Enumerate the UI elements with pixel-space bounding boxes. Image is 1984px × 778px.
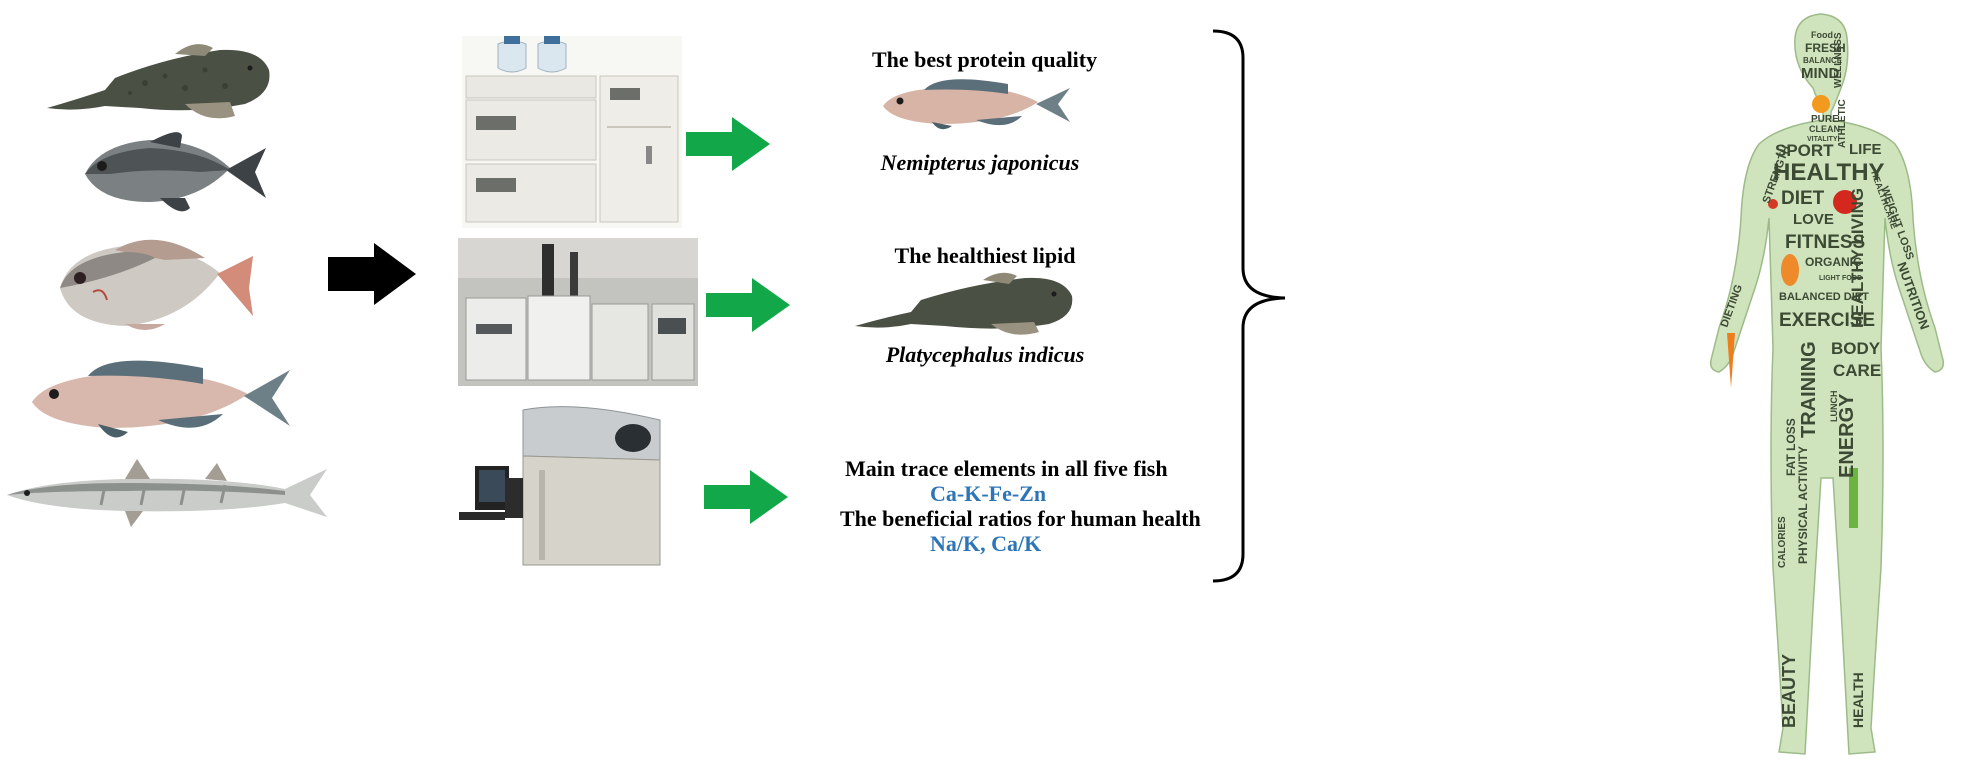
- carrot-icon: [1727, 333, 1735, 388]
- word-calories: CALORIES: [1777, 516, 1788, 568]
- word-athletic: ATHLETIC: [1837, 99, 1848, 148]
- word-fat-loss: FAT LOSS: [1784, 418, 1798, 476]
- flathead-fish-icon: [47, 44, 270, 119]
- word-love: LOVE: [1793, 211, 1834, 228]
- word-energy: ENERGY: [1836, 393, 1858, 478]
- celery-icon: [1849, 468, 1858, 528]
- threadfin-bream-fish-icon: [32, 360, 290, 438]
- ratio-values: Na/K, Ca/K: [930, 531, 1042, 556]
- word-clean: CLEAN: [1809, 124, 1840, 134]
- word-organic: ORGANIC: [1805, 255, 1862, 269]
- human-silhouette: [1709, 13, 1945, 755]
- word-light-food: LIGHT FOOD: [1819, 275, 1862, 282]
- word-health: HEALTH: [1850, 672, 1866, 728]
- word-training: TRAINING: [1798, 341, 1820, 438]
- summary-brace-icon: [1212, 29, 1286, 583]
- word-fitness: FITNESS: [1785, 232, 1865, 253]
- orange-icon: [1812, 95, 1830, 113]
- gas-chromatograph-image: [458, 238, 698, 386]
- sea-bream-fish-icon: [60, 239, 253, 330]
- barracuda-fish-icon: [7, 459, 327, 527]
- word-diet: DIET: [1781, 188, 1825, 209]
- word-lunch: LUNCH: [1829, 391, 1839, 423]
- word-wellness: WELLNESS: [1833, 32, 1844, 88]
- result-arrow-protein-icon: [686, 117, 770, 171]
- trace-elements: Ca-K-Fe-Zn: [930, 481, 1047, 506]
- word-balanced-diet: BALANCED DIET: [1779, 291, 1869, 303]
- word-life: LIFE: [1849, 141, 1882, 158]
- lipid-heading: The healthiest lipid: [894, 243, 1076, 268]
- word-body: BODY: [1831, 339, 1881, 358]
- protein-species: Nemipterus japonicus: [880, 150, 1080, 175]
- protein-heading: The best protein quality: [872, 47, 1098, 72]
- word-fresh: FRESH: [1805, 41, 1846, 55]
- berry-icon: [1768, 199, 1778, 209]
- papaya-icon: [1781, 254, 1799, 286]
- word-care: CARE: [1833, 361, 1881, 380]
- trevally-fish-icon: [85, 132, 266, 212]
- icp-instrument-image: [459, 406, 661, 566]
- lipid-species: Platycephalus indicus: [885, 342, 1085, 367]
- word-sport: SPORT: [1775, 141, 1834, 160]
- hplc-instrument-image: [462, 36, 682, 228]
- word-balance: BALANCE: [1803, 56, 1843, 65]
- process-arrow-icon: [328, 243, 416, 305]
- word-mind: MIND: [1801, 65, 1839, 82]
- nemipterus-fish-icon: [883, 79, 1070, 130]
- word-pure: PURE: [1811, 114, 1839, 125]
- healthy-human-body-icon: Food FRESH BALANCE MIND WELLNESS PURE CL…: [1709, 13, 1945, 755]
- word-vitality: VITALITY: [1807, 136, 1838, 143]
- word-food: Food: [1811, 30, 1833, 40]
- word-exercise: EXERCISE: [1779, 310, 1875, 331]
- word-healthy-living: HEALTHY LIVING: [1848, 188, 1867, 328]
- apple-icon: [1833, 190, 1857, 214]
- result-arrow-trace-icon: [704, 470, 788, 524]
- result-arrow-lipid-icon: [706, 278, 790, 332]
- trace-heading: Main trace elements in all five fish: [845, 456, 1168, 481]
- platycephalus-fish-icon: [855, 272, 1073, 335]
- ratio-heading: The beneficial ratios for human health: [840, 506, 1201, 531]
- word-beauty: BEAUTY: [1779, 654, 1799, 728]
- word-healthy: HEALTHY: [1773, 159, 1885, 186]
- word-physical-activity: PHYSICAL ACTIVITY: [1796, 446, 1810, 564]
